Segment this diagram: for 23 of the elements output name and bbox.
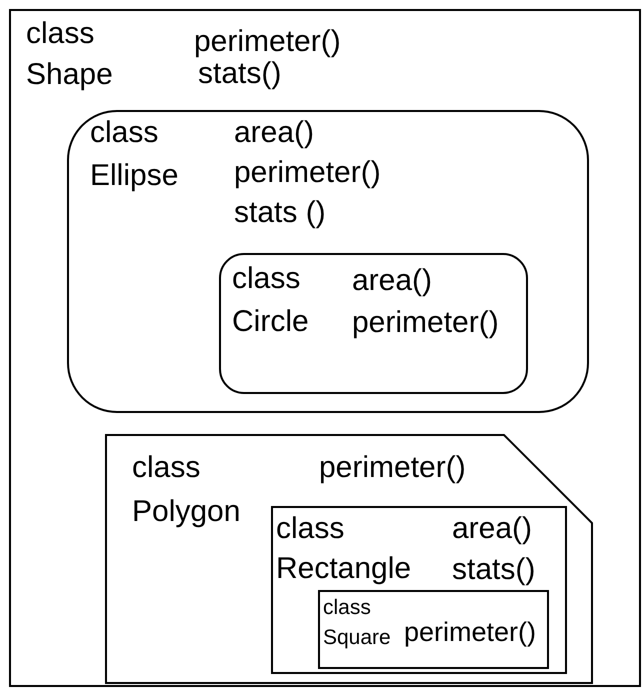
method-name: stats ()	[234, 196, 326, 230]
class-name: class Square	[323, 594, 391, 651]
class-name: class Shape	[26, 16, 113, 94]
method-name: area()	[352, 264, 432, 298]
method-name: perimeter()	[352, 306, 499, 340]
class-name: class Ellipse	[90, 115, 178, 194]
rounded-class-box	[219, 253, 528, 394]
cut-corner-class-box	[105, 434, 593, 684]
method-name: area()	[452, 512, 532, 546]
class-name: class Polygon	[132, 450, 240, 530]
method-name: area()	[234, 116, 314, 150]
class-name: class Rectangle	[276, 510, 412, 587]
method-name: perimeter()	[404, 617, 536, 648]
class-name: class Circle	[232, 261, 309, 340]
class-box	[318, 590, 549, 669]
class-box	[271, 506, 567, 674]
class-box	[9, 9, 641, 687]
method-name: perimeter()	[194, 25, 341, 60]
method-name: perimeter()	[319, 450, 466, 485]
method-name: perimeter()	[234, 156, 381, 190]
method-name: stats()	[198, 56, 282, 91]
method-name: stats()	[452, 553, 536, 588]
rounded-class-box	[67, 110, 589, 413]
